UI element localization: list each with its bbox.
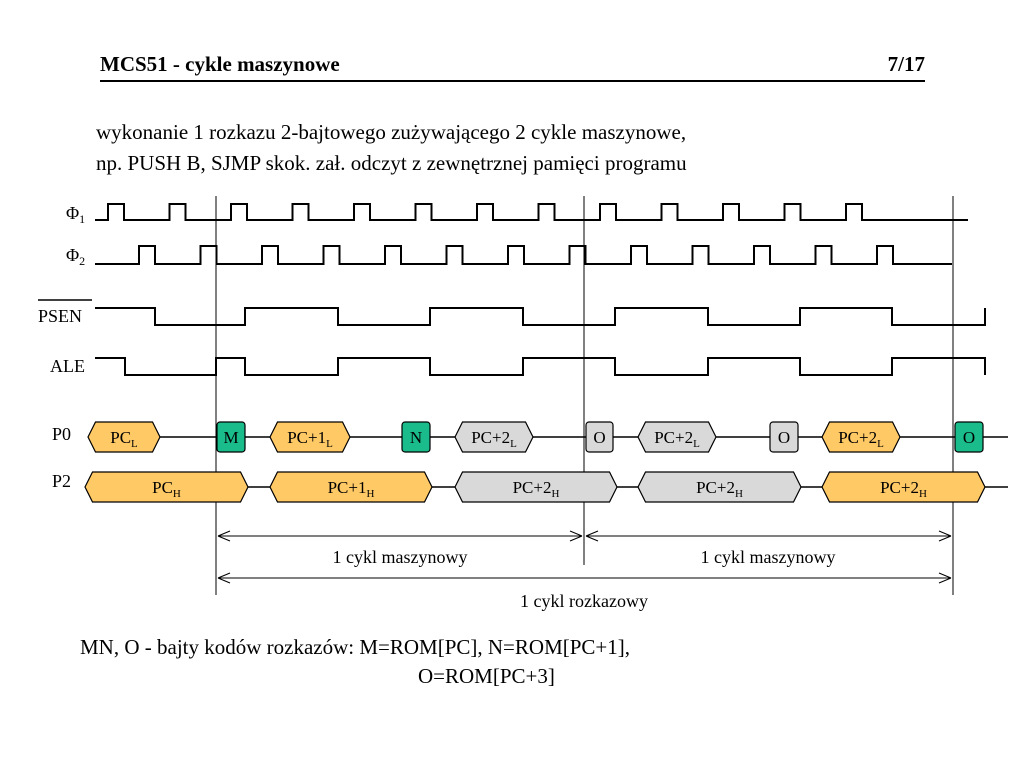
- p0-byte-3-label: N: [410, 428, 422, 447]
- footer-line-2: O=ROM[PC+3]: [418, 664, 555, 688]
- p0-byte-4-label: PC+2L: [471, 428, 517, 450]
- p0-byte-9: O: [954, 421, 984, 453]
- p0-byte-0-label: PCL: [110, 428, 138, 450]
- p0-byte-1-label: M: [223, 428, 238, 447]
- p0-bus: PCL M PC+1L N PC+2L O PC+2L O PC+2L O: [87, 421, 984, 453]
- description-line-2: np. PUSH B, SJMP skok. zał. odczyt z zew…: [96, 151, 687, 175]
- page-title: MCS51 - cykle maszynowe: [100, 52, 340, 76]
- p0-byte-4: PC+2L: [454, 421, 534, 453]
- p2-byte-3-label: PC+2H: [696, 478, 743, 500]
- instruction-cycle-label: 1 cykl rozkazowy: [520, 591, 648, 611]
- machine-cycle-1-arrow: [217, 530, 583, 542]
- p0-byte-1: M: [216, 421, 246, 453]
- machine-cycle-2-arrow: [585, 530, 952, 542]
- p2-byte-2: PC+2H: [454, 471, 618, 503]
- p2-byte-0-label: PCH: [152, 478, 181, 500]
- psen-label: PSEN: [38, 306, 82, 326]
- p0-byte-2: PC+1L: [269, 421, 351, 453]
- p2-byte-4-label: PC+2H: [880, 478, 927, 500]
- phi2-label: Φ2: [66, 245, 85, 268]
- p2-label: P2: [52, 471, 71, 491]
- ale-waveform: [95, 357, 986, 376]
- description-line-1: wykonanie 1 rozkazu 2-bajtowego zużywają…: [96, 120, 687, 144]
- phi1-label: Φ1: [66, 203, 85, 226]
- machine-cycle-1-label: 1 cykl maszynowy: [333, 547, 468, 567]
- p2-byte-3: PC+2H: [637, 471, 802, 503]
- p0-byte-5-label: O: [593, 428, 605, 447]
- p0-byte-9-label: O: [963, 428, 975, 447]
- p0-label: P0: [52, 424, 71, 444]
- p2-byte-2-label: PC+2H: [513, 478, 560, 500]
- p0-byte-8-label: PC+2L: [838, 428, 884, 450]
- machine-cycle-2-label: 1 cykl maszynowy: [701, 547, 836, 567]
- p0-byte-6: PC+2L: [637, 421, 717, 453]
- p0-byte-3: N: [401, 421, 431, 453]
- p0-byte-7-label: O: [778, 428, 790, 447]
- p2-byte-4: PC+2H: [821, 471, 986, 503]
- p0-byte-8: PC+2L: [821, 421, 901, 453]
- p0-byte-2-label: PC+1L: [287, 428, 333, 450]
- psen-waveform: [95, 307, 986, 326]
- p0-byte-5: O: [585, 421, 614, 453]
- p2-bus: PCH PC+1H PC+2H PC+2H PC+2H: [84, 471, 986, 503]
- p0-byte-7: O: [769, 421, 799, 453]
- footer-line-1: MN, O - bajty kodów rozkazów: M=ROM[PC],…: [80, 635, 631, 659]
- page-number: 7/17: [887, 52, 925, 76]
- p2-byte-1-label: PC+1H: [328, 478, 375, 500]
- ale-label: ALE: [50, 356, 85, 376]
- p0-byte-0: PCL: [87, 421, 161, 453]
- instruction-cycle-arrow: [217, 572, 952, 584]
- p2-byte-1: PC+1H: [269, 471, 433, 503]
- p0-byte-6-label: PC+2L: [654, 428, 700, 450]
- phi1-waveform: [95, 203, 968, 221]
- p2-byte-0: PCH: [84, 471, 249, 503]
- header: MCS51 - cykle maszynowe 7/17: [100, 52, 925, 82]
- phi2-waveform: [95, 245, 952, 265]
